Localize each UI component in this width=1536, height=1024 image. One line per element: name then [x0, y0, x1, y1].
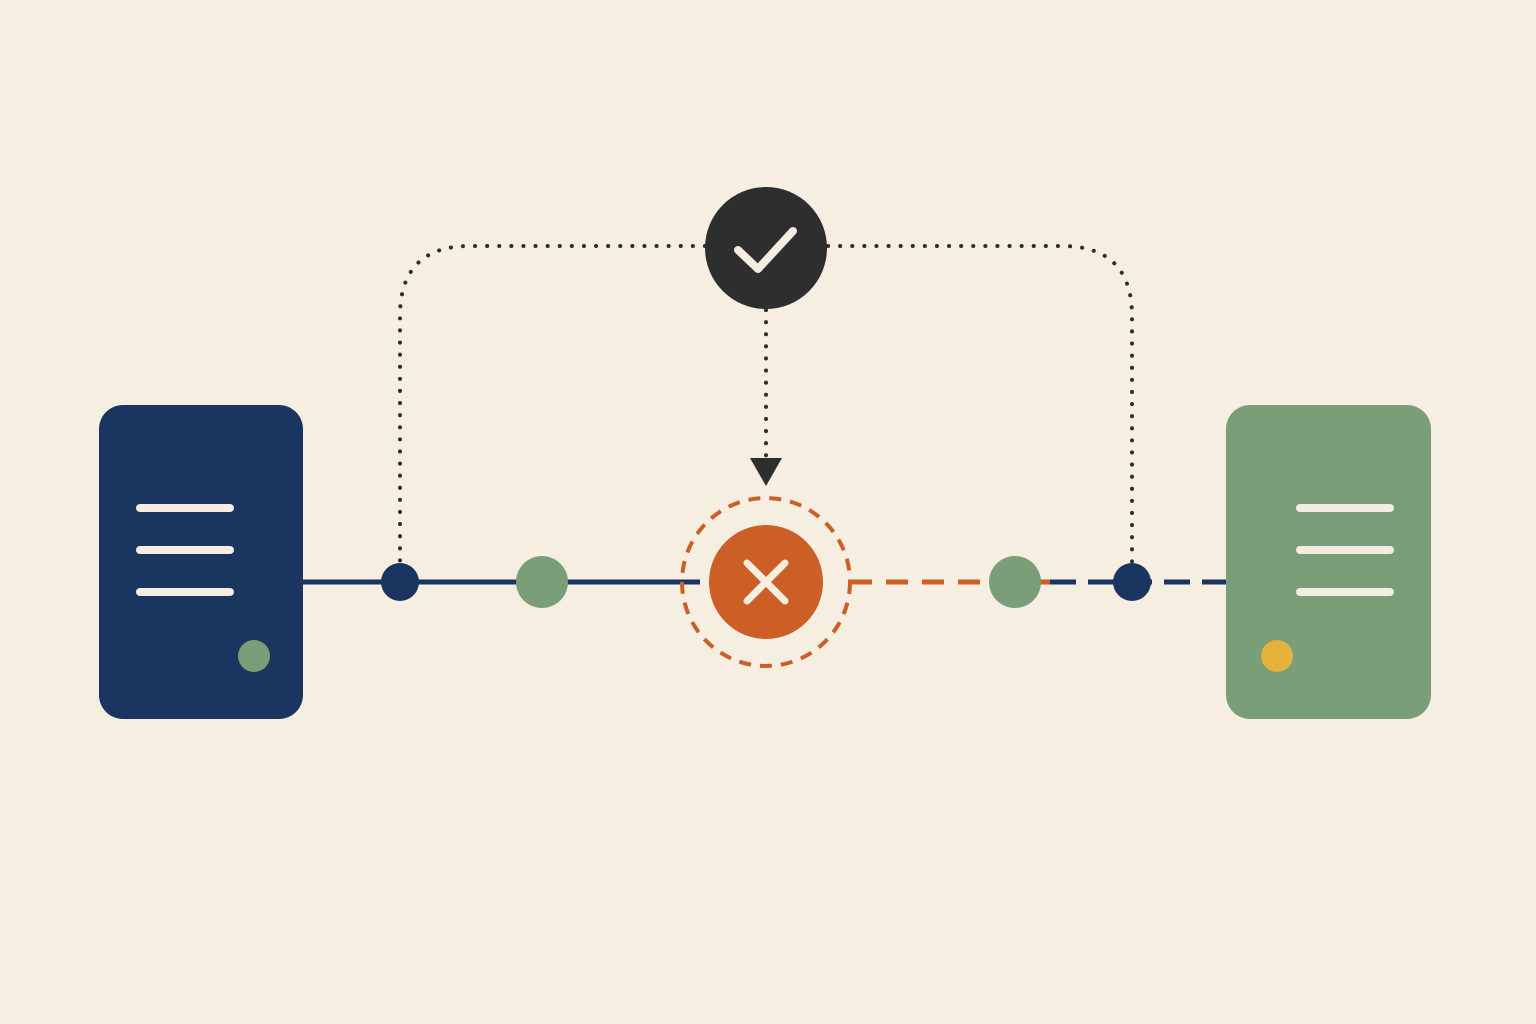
right-junction-node[interactable]	[1113, 563, 1151, 601]
x-icon	[743, 559, 789, 605]
check-icon	[734, 227, 797, 273]
bypass-path-left	[398, 244, 707, 568]
right-server-status-dot	[1261, 640, 1293, 672]
left-server[interactable]	[99, 405, 303, 719]
check-node[interactable]	[705, 187, 827, 309]
left-server-body	[99, 405, 303, 719]
right-server-body	[1226, 405, 1431, 719]
failure-node[interactable]	[680, 496, 852, 668]
bypass-path-right	[826, 244, 1134, 568]
left-junction-node[interactable]	[381, 563, 419, 601]
right-hop-node[interactable]	[989, 556, 1041, 608]
left-hop-node[interactable]	[516, 556, 568, 608]
right-server[interactable]	[1226, 405, 1431, 719]
left-server-status-dot	[238, 640, 270, 672]
failure-halo	[680, 496, 852, 668]
check-core	[705, 187, 827, 309]
arrow-head-icon	[750, 458, 782, 486]
